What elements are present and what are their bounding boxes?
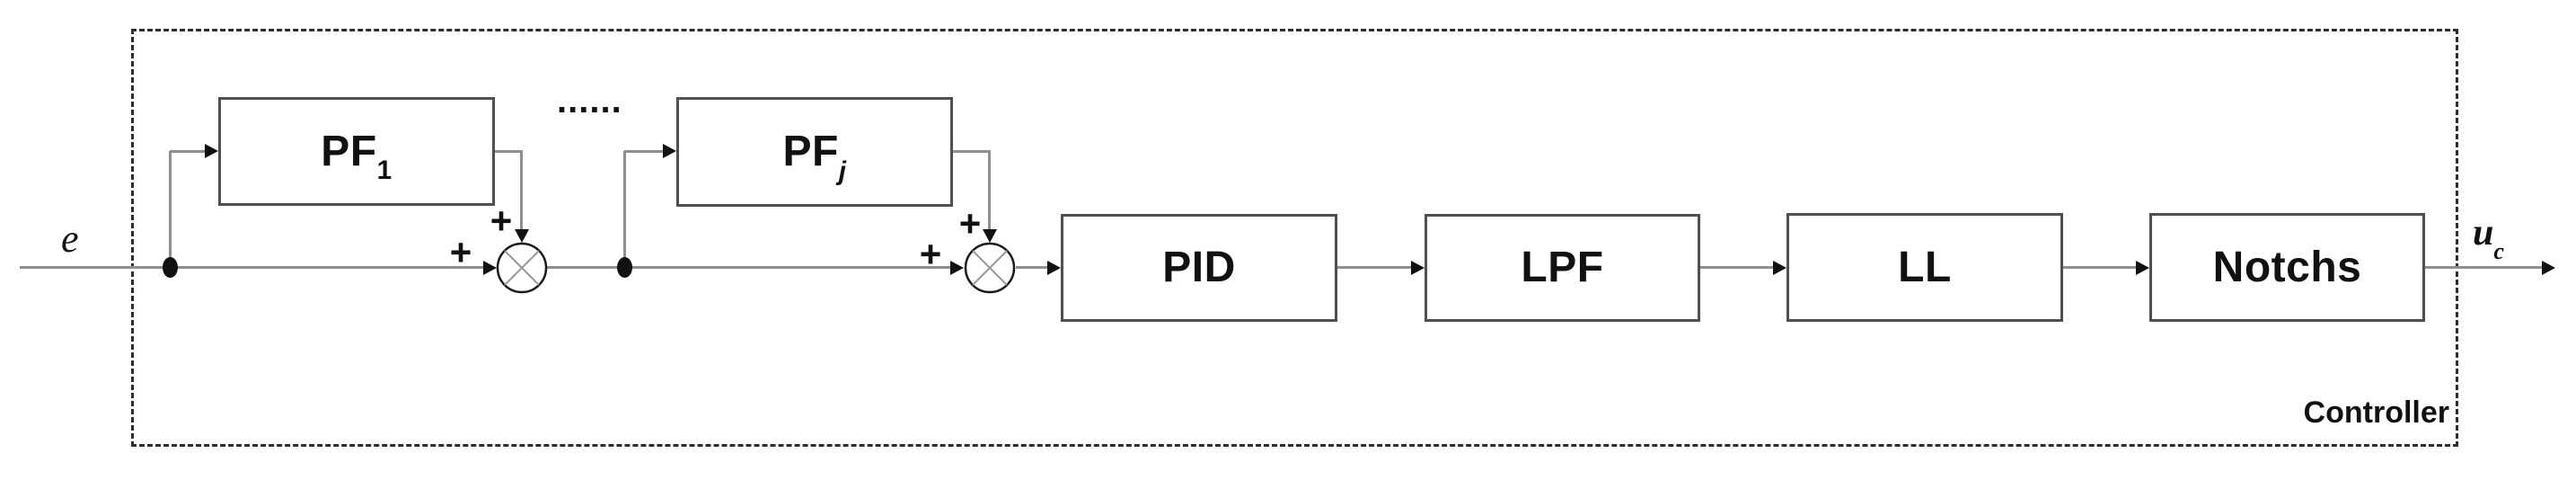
block-lpf: LPF	[1425, 214, 1700, 322]
arrowhead-into-pfj	[663, 144, 676, 158]
block-pf1: PF1	[218, 97, 495, 206]
arrowhead-pfj-down	[983, 229, 997, 243]
controller-boundary-box	[131, 29, 2458, 447]
arrowhead-into-lpf	[1411, 261, 1425, 275]
wire-branch2-in	[624, 150, 664, 153]
block-pfj-label: PFj	[782, 128, 847, 186]
arrowhead-output	[2542, 261, 2555, 275]
wire-sum1-to-sum2	[547, 266, 951, 269]
arrowhead-into-sum2	[950, 261, 964, 275]
arrowhead-into-sum1	[483, 261, 497, 275]
block-notchs: Notchs	[2149, 213, 2425, 322]
wire-pf1-out	[495, 150, 523, 153]
block-notchs-label: Notchs	[2212, 243, 2362, 291]
wire-ll-to-notchs	[2063, 266, 2137, 269]
takeoff-node-1	[163, 257, 178, 278]
sum-junction-1-icon	[496, 242, 548, 294]
wire-pfj-down	[988, 150, 991, 230]
wire-output	[2425, 266, 2543, 269]
block-lpf-label: LPF	[1521, 244, 1604, 291]
arrowhead-pf1-down	[515, 229, 529, 243]
block-pid-label: PID	[1162, 244, 1236, 291]
plus-sign-sum1-branch: +	[490, 200, 513, 242]
takeoff-node-2	[617, 257, 632, 278]
wire-lpf-to-ll	[1700, 266, 1774, 269]
input-signal-label: e	[61, 217, 79, 261]
arrowhead-into-ll	[1773, 261, 1786, 275]
block-ll: LL	[1786, 213, 2063, 322]
ellipsis-dots: ......	[557, 81, 622, 120]
arrowhead-into-pf1	[205, 144, 218, 158]
wire-pfj-out	[953, 150, 991, 153]
wire-branch1-in	[170, 150, 206, 153]
wire-pf1-down	[520, 150, 523, 230]
controller-caption: Controller	[2303, 396, 2449, 430]
plus-sign-sum2-main: +	[919, 233, 942, 275]
wire-sum2-to-pid	[1016, 266, 1048, 269]
output-signal-label: uc	[2473, 212, 2504, 264]
plus-sign-sum2-branch: +	[958, 202, 982, 244]
sum-junction-2-icon	[964, 242, 1016, 294]
plus-sign-sum1-main: +	[449, 231, 472, 273]
block-pid: PID	[1061, 214, 1337, 322]
arrowhead-into-notchs	[2136, 261, 2149, 275]
wire-input	[20, 266, 484, 269]
wire-branch1-up	[169, 151, 172, 268]
block-pfj: PFj	[676, 97, 953, 207]
arrowhead-into-pid	[1047, 261, 1061, 275]
block-pf1-label: PF1	[321, 127, 393, 186]
wire-pid-to-lpf	[1337, 266, 1412, 269]
wire-branch2-up	[623, 151, 626, 268]
block-ll-label: LL	[1898, 243, 1952, 291]
